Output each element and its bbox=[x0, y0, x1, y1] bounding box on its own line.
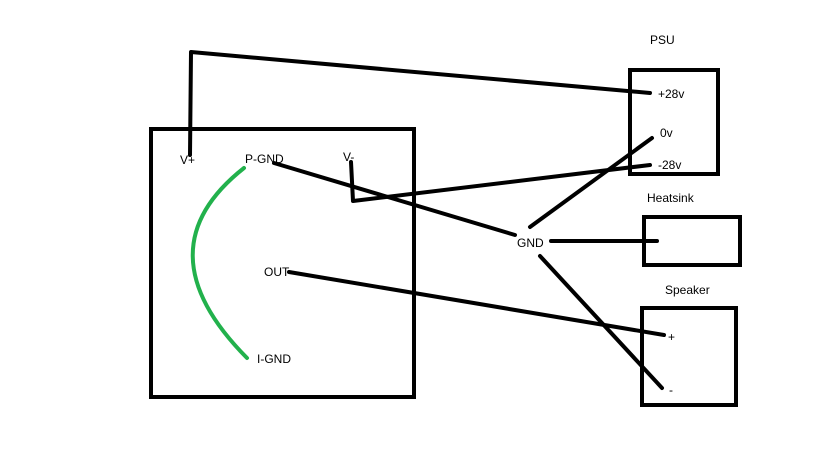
speaker-box bbox=[640, 306, 738, 407]
gnd-to-speaker-minus-wire bbox=[538, 254, 664, 390]
out-to-speaker-plus-wire bbox=[287, 270, 666, 337]
v-minus-label: V- bbox=[343, 150, 354, 164]
heatsink-title: Heatsink bbox=[647, 191, 695, 205]
speaker-title: Speaker bbox=[665, 283, 710, 297]
i-gnd-to-p-gnd-green-wire bbox=[190, 166, 249, 360]
p-gnd-label: P-GND bbox=[245, 152, 284, 166]
gnd-to-psu-0v-wire bbox=[528, 136, 654, 229]
p-gnd-to-gnd-wire bbox=[272, 161, 517, 237]
i-gnd-label: I-GND bbox=[257, 352, 291, 366]
gnd-label: GND bbox=[517, 236, 544, 250]
out-label: OUT bbox=[264, 265, 290, 279]
amplifier-box bbox=[149, 127, 416, 399]
speaker-minus-label: - bbox=[669, 383, 673, 397]
v-minus-to-psu-minus-wire bbox=[349, 160, 652, 203]
psu-box bbox=[628, 68, 720, 176]
psu-minus-28v-label: -28v bbox=[658, 158, 681, 172]
psu-title: PSU bbox=[650, 33, 675, 47]
v-plus-label: V+ bbox=[180, 153, 195, 167]
speaker-plus-label: + bbox=[668, 330, 675, 344]
psu-0v-label: 0v bbox=[660, 126, 673, 140]
psu-plus-28v-label: +28v bbox=[658, 87, 684, 101]
v-plus-to-psu-plus-wire bbox=[188, 50, 652, 157]
